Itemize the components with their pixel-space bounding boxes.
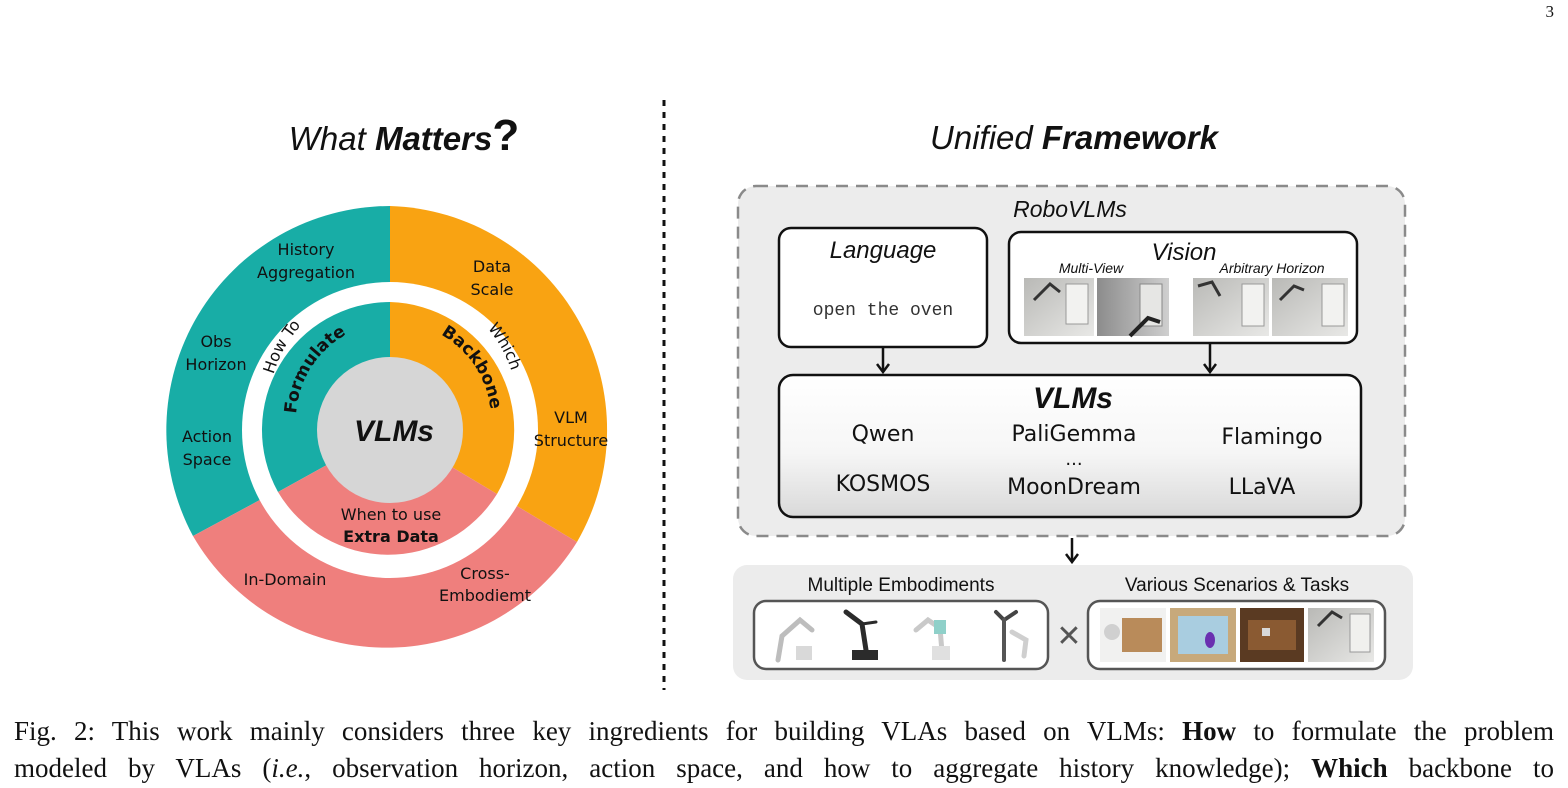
model-kosmos: KOSMOS (836, 472, 931, 497)
scenario-images (1100, 608, 1374, 662)
arrow-to-embodiments (1065, 538, 1079, 565)
label-vlm: VLM (554, 408, 588, 427)
vlms-title: VLMs (1033, 382, 1113, 415)
label-when-to-use: When to use (341, 505, 442, 524)
arrows-to-vlms (876, 343, 1217, 375)
label-action: Action (182, 427, 232, 446)
robot-arm-1-icon (775, 616, 815, 663)
center-circle (317, 357, 463, 503)
vlms-box (777, 373, 1363, 519)
right-title: Unified Framework (930, 119, 1220, 156)
model-ellipsis: ... (1065, 449, 1082, 470)
label-aggregation: Aggregation (257, 263, 355, 282)
language-text: open the oven (813, 301, 953, 321)
arbitrary-horizon-label: Arbitrary Horizon (1218, 260, 1324, 276)
center-label: VLMs (354, 415, 434, 448)
robot-arm-4-icon (994, 610, 1029, 662)
label-embodiemt: Embodiemt (439, 586, 531, 605)
robot-arm-2-icon (843, 609, 878, 660)
label-space: Space (183, 450, 232, 469)
figure-caption: Fig. 2: This work mainly considers three… (14, 713, 1554, 787)
label-horizon: Horizon (185, 355, 246, 374)
label-obs: Obs (200, 332, 231, 351)
vision-images (1024, 278, 1348, 338)
multi-view-label: Multi-View (1059, 260, 1124, 276)
caption-line-1: Fig. 2: This work mainly considers three… (14, 716, 1554, 746)
left-panel: What Matters? VLMs How To Formulate Whic… (166, 111, 608, 648)
right-panel: Unified Framework RoboVLMs Language open… (733, 119, 1413, 680)
model-flamingo: Flamingo (1221, 425, 1322, 450)
robovlms-label: RoboVLMs (1013, 196, 1127, 222)
page-number: 3 (1545, 2, 1555, 21)
label-structure: Structure (534, 431, 608, 450)
label-in-domain: In-Domain (244, 570, 327, 589)
label-extra-data: Extra Data (343, 527, 439, 546)
label-data: Data (473, 257, 511, 276)
left-title: What Matters? (289, 111, 519, 160)
language-title: Language (830, 237, 937, 264)
robot-arm-3-icon (913, 616, 950, 660)
model-moondream: MoonDream (1007, 475, 1141, 500)
model-qwen: Qwen (852, 422, 915, 447)
vision-box (1007, 230, 1359, 345)
label-history: History (278, 240, 335, 259)
model-paligemma: PaliGemma (1012, 422, 1137, 447)
multiple-embodiments-label: Multiple Embodiments (808, 575, 995, 596)
times-icon: ✕ (1056, 619, 1081, 654)
figure: What Matters? VLMs How To Formulate Whic… (166, 100, 1413, 690)
model-llava: LLaVA (1229, 475, 1296, 500)
scenarios-label: Various Scenarios & Tasks (1125, 575, 1349, 596)
vision-title: Vision (1152, 239, 1217, 266)
label-cross: Cross- (460, 564, 510, 583)
robot-icons (775, 609, 1029, 663)
label-scale: Scale (470, 280, 513, 299)
embodiments-box (752, 599, 1050, 671)
caption-line-2: modeled by VLAs (i.e., observation horiz… (14, 753, 1555, 783)
